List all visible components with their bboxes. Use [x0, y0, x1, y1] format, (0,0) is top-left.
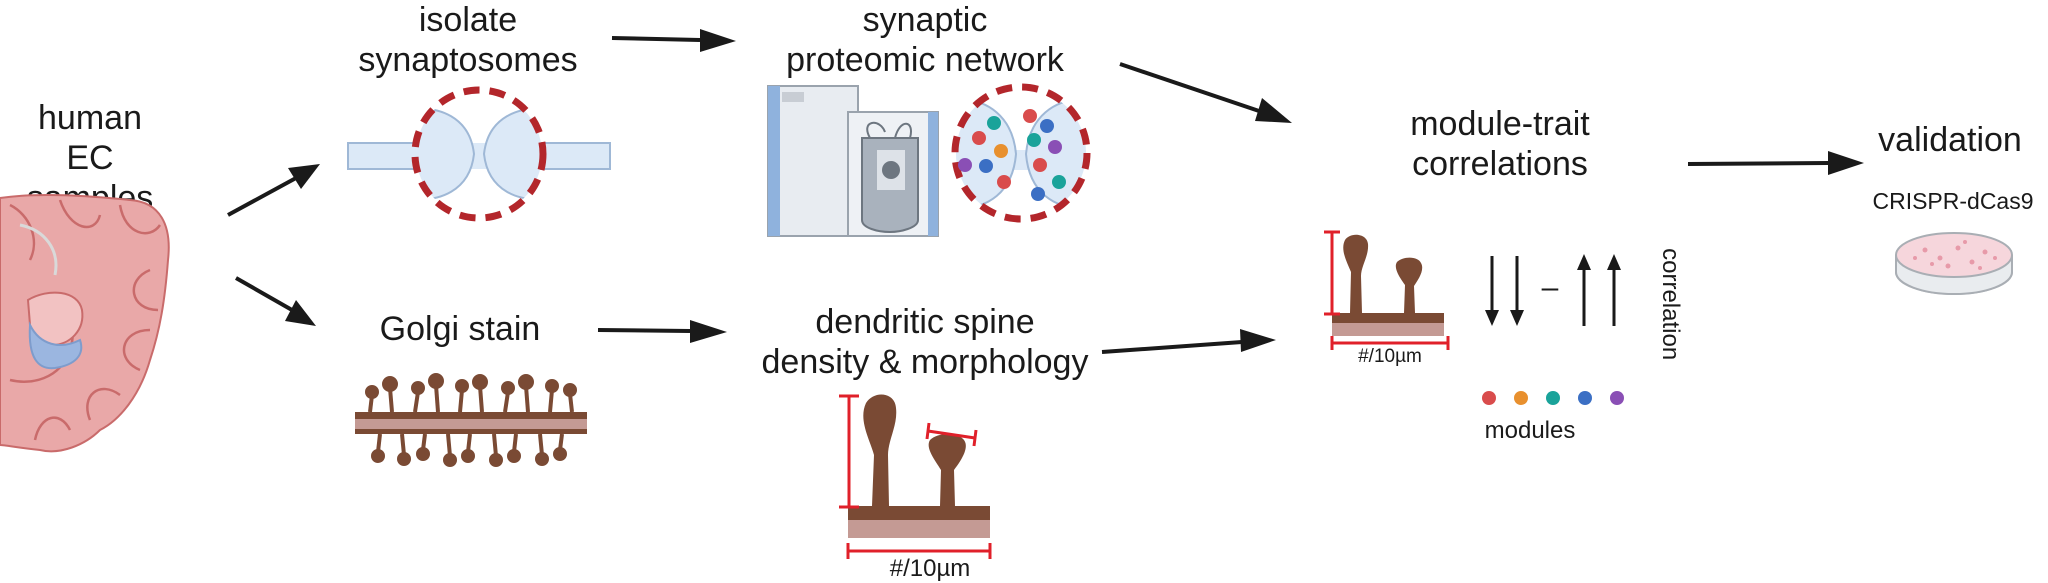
arrow-golgi-to-dendritic-icon — [597, 320, 727, 343]
label-synaptic-network: synaptic proteomic network — [745, 0, 1105, 80]
golgi-dendrite-illustration — [355, 373, 587, 467]
flow-arrows — [227, 29, 1864, 354]
arrow-network-to-module-icon — [1119, 62, 1292, 123]
arrow-dendritic-to-module-icon — [1101, 329, 1276, 354]
module-dot-red — [1482, 391, 1496, 405]
hippocampus-icon — [28, 321, 83, 370]
mass-spectrometer-icon — [767, 85, 939, 237]
synaptosome-illustration — [347, 86, 611, 222]
arrow-brain-to-isolate-icon — [227, 164, 320, 217]
dash-text: – — [1541, 271, 1559, 304]
label-golgi-stain: Golgi stain — [335, 309, 585, 349]
label-synaptic-network-text: synaptic proteomic network — [786, 1, 1064, 80]
label-validation-text: validation — [1878, 121, 2022, 159]
label-isolate-synaptosomes: isolate synaptosomes — [338, 0, 598, 80]
dendritic-spine-small — [1324, 230, 1450, 350]
unit-small-text: #/10µm — [1358, 346, 1422, 367]
module-dot-teal — [1546, 391, 1560, 405]
label-modules: modules — [1470, 417, 1590, 445]
label-golgi-text: Golgi stain — [379, 310, 541, 348]
label-unit-small: #/10µm — [1330, 346, 1450, 368]
label-crispr: CRISPR-dCas9 — [1858, 188, 2048, 215]
petri-dish-icon — [1895, 232, 2013, 296]
label-isolate-text: isolate synaptosomes — [358, 1, 578, 80]
arrow-isolate-to-network-icon — [611, 29, 736, 52]
correlation-arrows — [1485, 254, 1621, 326]
module-dot-blue — [1578, 391, 1592, 405]
label-crispr-text: CRISPR-dCas9 — [1872, 188, 2034, 214]
unit-large-text: #/10µm — [889, 555, 971, 582]
module-dot-orange — [1514, 391, 1528, 405]
module-dots — [1482, 391, 1624, 405]
dendritic-spine-large — [839, 394, 992, 559]
arrow-brain-to-golgi-icon — [235, 276, 316, 326]
label-module-trait-text: module-trait correlations — [1410, 105, 1590, 184]
proteomic-network-illustration — [951, 83, 1091, 223]
label-dendritic-text: dendritic spine density & morphology — [761, 303, 1089, 382]
modules-text: modules — [1484, 417, 1576, 444]
label-unit-large: #/10µm — [850, 555, 1010, 583]
arrow-module-to-validation-icon — [1687, 151, 1864, 175]
label-module-trait: module-trait correlations — [1360, 104, 1640, 184]
brain-slice-illustration — [0, 193, 170, 453]
module-dot-purple — [1610, 391, 1624, 405]
label-validation: validation — [1860, 120, 2040, 160]
label-dash: – — [1535, 270, 1565, 305]
label-dendritic-spine: dendritic spine density & morphology — [735, 302, 1115, 382]
